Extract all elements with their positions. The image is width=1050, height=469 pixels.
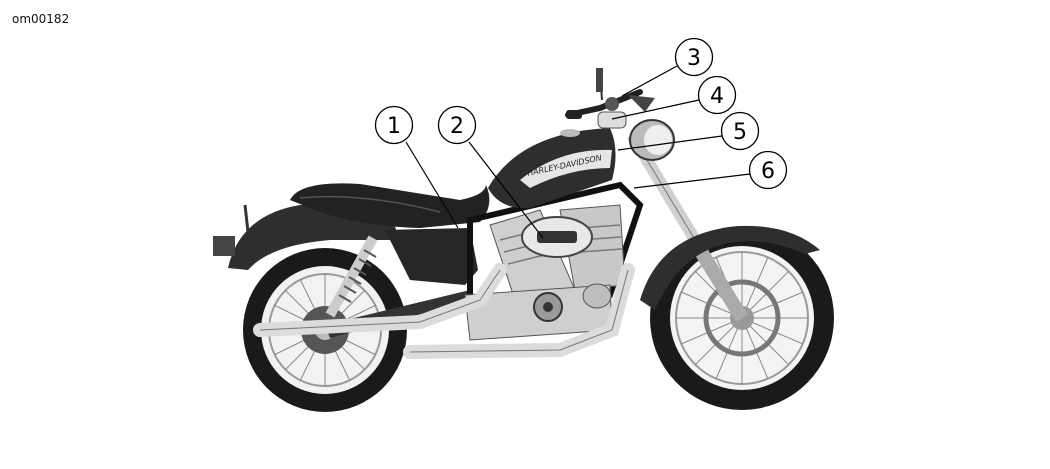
- exhaust: [253, 263, 635, 359]
- callout-4: 4: [697, 75, 737, 115]
- headlight: [629, 119, 675, 161]
- side-cover: [385, 228, 478, 285]
- engine: [464, 204, 626, 341]
- tail-light: [213, 236, 235, 256]
- callout-2-label: 2: [450, 114, 464, 139]
- leader-line-5: [617, 135, 723, 151]
- handlebars: [565, 68, 655, 129]
- front-fender: [640, 225, 820, 310]
- leader-line-2: [468, 141, 544, 239]
- leader-line-6: [633, 173, 751, 189]
- leader-line-3: [621, 65, 678, 97]
- callout-1-label: 1: [387, 114, 401, 139]
- fuel-tank: HARLEY-DAVIDSON: [488, 128, 616, 209]
- callout-3-label: 3: [687, 46, 701, 71]
- callout-6: 6: [748, 150, 788, 190]
- seat: [290, 183, 490, 228]
- callout-5: 5: [720, 111, 760, 151]
- leader-line-4: [611, 99, 700, 120]
- callout-2: 2: [437, 105, 477, 145]
- motorcycle-illustration: HARLEY-DAVIDSON: [213, 68, 834, 412]
- rear-shock: [325, 235, 378, 318]
- figure-id: om00182: [12, 12, 70, 26]
- callout-3: 3: [674, 37, 714, 77]
- leader-lines: [405, 65, 751, 239]
- callout-4-label: 4: [710, 84, 724, 109]
- callout-1: 1: [374, 105, 414, 145]
- frame: [467, 181, 644, 304]
- leader-line-1: [405, 141, 459, 229]
- front-forks: [626, 131, 748, 322]
- callouts: 1 2 3 4 5 6: [374, 37, 788, 190]
- callout-5-label: 5: [733, 120, 747, 145]
- callout-6-label: 6: [761, 159, 775, 184]
